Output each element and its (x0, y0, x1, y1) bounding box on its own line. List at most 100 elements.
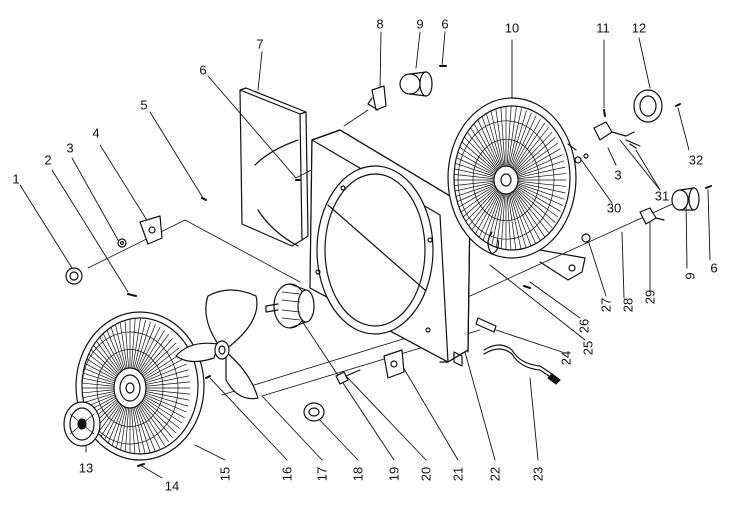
guard-spoke (514, 127, 549, 171)
guard-spoke (95, 330, 122, 372)
callout-1: 1 (12, 171, 20, 187)
callout-28: 28 (620, 297, 636, 313)
callout-15: 15 (217, 466, 233, 482)
guard-spoke (104, 324, 124, 371)
callout-29: 29 (642, 289, 658, 305)
guard-spoke (490, 108, 504, 167)
callout-22: 22 (487, 466, 503, 482)
callout-5: 5 (140, 97, 148, 113)
callout-32: 32 (688, 152, 704, 168)
guard-spoke (515, 187, 556, 223)
callout-10: 10 (504, 20, 520, 36)
guard-spoke (495, 193, 505, 250)
callout-18: 18 (350, 466, 366, 482)
callout-19: 19 (386, 466, 402, 482)
guard-spoke (514, 132, 553, 172)
guard-spoke (145, 375, 190, 385)
guard-spoke (124, 407, 129, 454)
guard-spoke (143, 397, 183, 424)
guard-spoke (510, 112, 532, 168)
guard-spoke (135, 406, 151, 454)
guard-spoke (140, 338, 173, 375)
callout-6: 6 (199, 62, 207, 78)
guard-spoke (516, 185, 561, 212)
callout-26: 26 (576, 318, 592, 334)
guard-spoke (454, 166, 495, 178)
guard-spoke (517, 183, 565, 200)
callout-6-top: 6 (441, 16, 449, 32)
guard-spoke (516, 184, 563, 206)
guard-spoke (480, 112, 502, 168)
guard-spoke (138, 330, 165, 372)
callout-13: 13 (78, 460, 94, 476)
guard-spoke (119, 318, 128, 369)
callout-3: 3 (66, 140, 74, 156)
guard-spoke (509, 192, 527, 250)
callout-2: 2 (44, 152, 52, 168)
callout-17: 17 (314, 466, 330, 482)
guard-spoke (142, 399, 180, 429)
guard-spoke (131, 318, 136, 369)
guard-spoke (459, 188, 498, 228)
guard-spoke (132, 407, 141, 454)
guard-spoke (82, 369, 115, 384)
guard-spoke (517, 182, 566, 194)
guard-spoke (454, 160, 495, 177)
guard-spoke (463, 189, 498, 233)
guard-spoke (508, 193, 522, 250)
callout-21: 21 (450, 466, 466, 482)
guard-ring (82, 331, 179, 445)
guard-spoke (471, 119, 500, 169)
guard-spoke (141, 342, 177, 376)
guard-spoke (99, 327, 123, 372)
callout-16: 16 (279, 466, 295, 482)
guard-spoke (480, 192, 502, 248)
guard-spoke (517, 160, 565, 177)
guard-spoke (124, 318, 129, 369)
fan-housing (309, 129, 471, 367)
guard-spoke (137, 327, 161, 372)
guard-spoke (139, 402, 169, 442)
guard-spoke (456, 187, 497, 223)
guard-spoke (517, 173, 567, 180)
control-knob (63, 401, 101, 447)
guard-spoke (133, 320, 146, 370)
guard-spoke (132, 318, 141, 369)
guard-spoke (512, 191, 541, 241)
guard-spoke (131, 407, 136, 454)
guard-spoke (144, 396, 185, 418)
guard-spoke (143, 352, 183, 379)
front-guard (75, 311, 205, 461)
callout-3-right: 3 (614, 167, 622, 183)
guard-spoke (506, 193, 512, 250)
callout-6-right: 6 (710, 260, 718, 276)
guard-spoke (456, 137, 497, 173)
guard-spoke (82, 392, 115, 407)
guard-spoke (140, 401, 173, 438)
guard-spoke (510, 192, 532, 248)
guard-ring (472, 138, 540, 222)
guard-spoke (114, 320, 127, 370)
guard-spoke (490, 193, 504, 250)
callout-8: 8 (376, 16, 384, 32)
guard-spoke (513, 190, 545, 238)
guard-spoke (516, 148, 561, 175)
side-panel (239, 87, 309, 247)
guard-spoke (82, 363, 116, 382)
guard-spoke (454, 148, 496, 175)
guard-spoke (471, 191, 500, 241)
guard-spoke (119, 407, 128, 454)
guard-spoke (475, 115, 501, 169)
callout-9: 9 (416, 16, 424, 32)
guard-spoke (82, 389, 115, 395)
callout-27: 27 (598, 297, 614, 313)
guard-spoke (138, 404, 165, 446)
guard-spoke (114, 406, 127, 454)
guard-spoke (144, 363, 187, 382)
guard-spoke (500, 193, 506, 250)
guard-spoke (485, 110, 503, 168)
guard-spoke (82, 391, 115, 401)
guard-spoke (516, 142, 559, 174)
guard-ring (96, 349, 164, 427)
